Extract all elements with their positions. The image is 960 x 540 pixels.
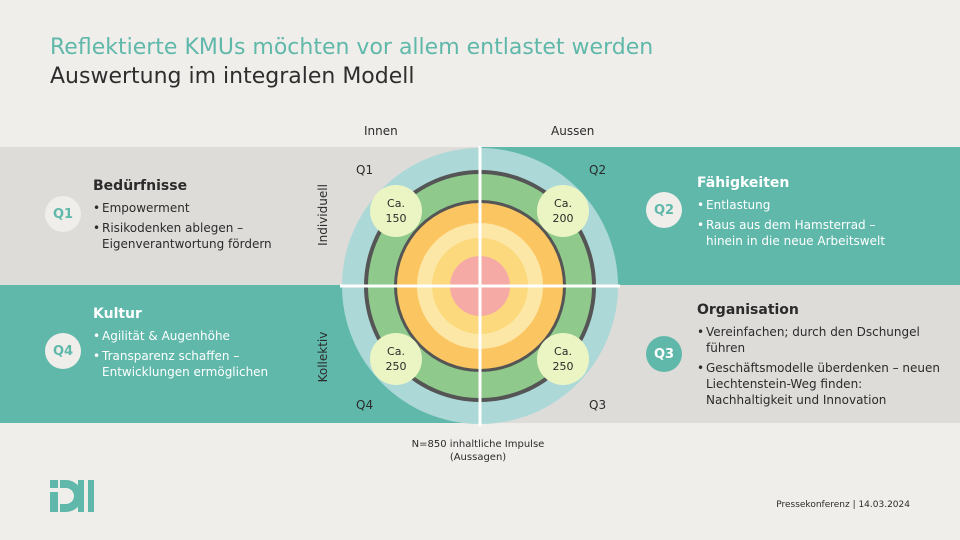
q4-item: Transparenz schaffen – Entwicklungen erm… (93, 348, 283, 380)
count-q4-value: 250 (386, 360, 407, 373)
q2-badge: Q2 (646, 192, 682, 228)
count-q3-value: 250 (553, 360, 574, 373)
count-q2-label: Ca. (554, 197, 572, 210)
count-q4-label: Ca. (387, 345, 405, 358)
count-q1: Ca. 150 (370, 185, 422, 237)
count-q3-label: Ca. (554, 345, 572, 358)
q1-item: Empowerment (93, 200, 273, 216)
integral-model-diagram: Ca. 150 Ca. 200 Ca. 250 Ca. 250 (340, 146, 620, 426)
count-q2: Ca. 200 (537, 185, 589, 237)
count-q4: Ca. 250 (370, 333, 422, 385)
count-q2-value: 200 (553, 212, 574, 225)
diagram-label-q4: Q4 (356, 398, 374, 412)
count-q3: Ca. 250 (537, 333, 589, 385)
q1-card: Bedürfnisse Empowerment Risikodenken abl… (93, 178, 273, 256)
q2-title: Fähigkeiten (697, 175, 790, 191)
page-subtitle: Auswertung im integralen Modell (50, 64, 415, 89)
q2-item: Raus aus dem Hamsterrad – hinein in die … (697, 217, 897, 249)
axis-label-inner: Innen (364, 124, 398, 138)
q3-item: Geschäftsmodelle überdenken – neuen Liec… (697, 360, 942, 408)
q4-title: Kultur (93, 306, 142, 322)
di-logo-icon (50, 480, 94, 512)
q4-badge: Q4 (45, 333, 81, 369)
footnote-line2: (Aussagen) (449, 452, 507, 463)
diagram-label-q2: Q2 (589, 163, 607, 177)
axis-label-collective: Kollektiv (316, 331, 330, 383)
footer-text: Pressekonferenz | 14.03.2024 (776, 500, 910, 510)
footnote-line1: N=850 inhaltliche Impulse (411, 439, 545, 450)
count-q1-value: 150 (386, 212, 407, 225)
q3-badge: Q3 (646, 336, 682, 372)
q1-title: Bedürfnisse (93, 178, 188, 194)
q3-item: Vereinfachen; durch den Dschungel führen (697, 324, 942, 356)
q4-item: Agilität & Augenhöhe (93, 328, 283, 344)
q2-item: Entlastung (697, 197, 897, 213)
diagram-label-q3: Q3 (589, 398, 607, 412)
axis-label-outer: Aussen (551, 124, 595, 138)
footnote: N=850 inhaltliche Impulse (Aussagen) (378, 438, 578, 464)
q3-title: Organisation (697, 302, 799, 318)
q1-badge: Q1 (45, 196, 81, 232)
diagram-label-q1: Q1 (356, 163, 374, 177)
count-q1-label: Ca. (387, 197, 405, 210)
page-title: Reflektierte KMUs möchten vor allem entl… (50, 35, 654, 60)
q4-card: Kultur Agilität & Augenhöhe Transparenz … (93, 306, 283, 384)
q3-card: Organisation Vereinfachen; durch den Dsc… (697, 302, 942, 412)
axis-label-individual: Individuell (316, 184, 330, 246)
q1-item: Risikodenken ablegen – Eigenverantwortun… (93, 220, 273, 252)
q2-card: Fähigkeiten Entlastung Raus aus dem Hams… (697, 175, 897, 253)
